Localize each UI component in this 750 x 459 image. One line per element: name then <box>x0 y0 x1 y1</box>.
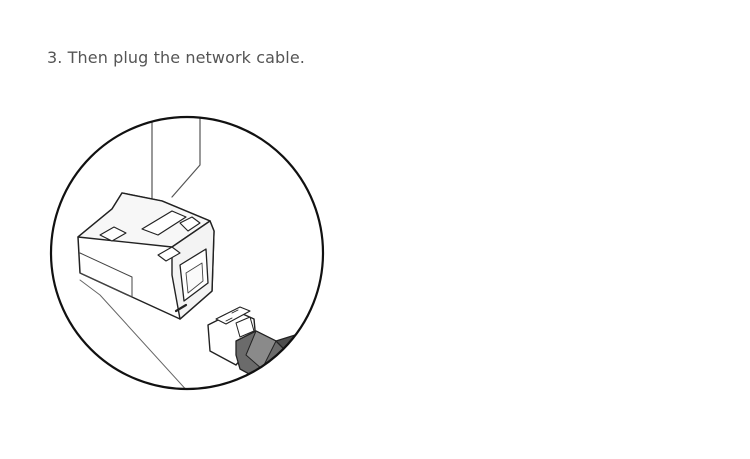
step-instruction-text: 3. Then plug the network cable. <box>47 48 305 67</box>
network-cable-plug-illustration-icon <box>49 115 325 391</box>
